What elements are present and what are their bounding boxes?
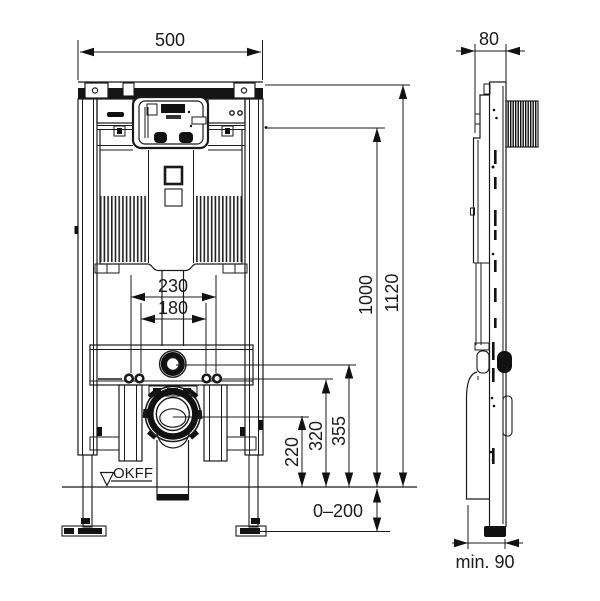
flush-bend-side xyxy=(497,351,512,373)
cross-member xyxy=(89,344,254,386)
flush-plate-protection-box xyxy=(505,100,539,148)
dim-depth: 80 xyxy=(456,29,525,133)
dim-total-height: 1120 xyxy=(382,85,408,487)
top-rail xyxy=(78,81,263,99)
dim-feet-label: 0–200 xyxy=(313,501,363,521)
dim-min-offset-label: min. 90 xyxy=(455,552,514,572)
dim-320-label: 320 xyxy=(306,421,326,451)
dim-anchor-height: 320 xyxy=(306,379,331,487)
dim-1000-label: 1000 xyxy=(356,275,376,315)
anchor-bolt xyxy=(201,373,212,384)
dimensions-front: 500 230 180 220 xyxy=(77,30,410,532)
dim-min-offset: min. 90 xyxy=(452,505,523,572)
outlet-bracket-side xyxy=(502,395,513,437)
dim-width-label: 500 xyxy=(155,30,185,50)
anchor-bolt xyxy=(123,373,135,384)
dim-1120-label: 1120 xyxy=(382,274,402,313)
dim-feet-adjust: 0–200 xyxy=(247,488,390,532)
floor-level-icon xyxy=(99,471,115,487)
dim-outlet-height: 220 xyxy=(282,416,307,487)
right-rail xyxy=(240,98,264,456)
flush-rod-opening-lower xyxy=(164,188,183,207)
dim-anchor-inner-label: 180 xyxy=(158,298,188,318)
flush-unit-logo xyxy=(161,104,185,113)
left-rail xyxy=(74,98,102,456)
dim-plate-height: 1000 xyxy=(356,128,382,487)
side-view xyxy=(465,81,539,537)
front-view: OKFF xyxy=(61,81,417,537)
dim-width: 500 xyxy=(77,30,263,80)
flush-pipe-fitting xyxy=(158,350,187,378)
side-foot xyxy=(484,526,506,537)
anchor-bolt xyxy=(134,373,145,384)
side-cistern xyxy=(470,94,513,437)
dim-depth-label: 80 xyxy=(479,29,499,49)
mounting-hole xyxy=(91,87,99,94)
side-rail xyxy=(483,81,507,537)
mounting-hole xyxy=(240,87,248,94)
rail-slots xyxy=(492,150,497,464)
dimensions-side: 80 min. 90 xyxy=(452,29,525,572)
floor-mark-label: OKFF xyxy=(113,465,153,482)
outlet-bend xyxy=(142,385,203,501)
dim-flush-bend-height: 355 xyxy=(329,364,354,487)
dim-anchor-spacing: 230 180 xyxy=(130,275,217,373)
lower-structure xyxy=(89,384,257,462)
side-drain-bend xyxy=(465,371,490,500)
dim-355-label: 355 xyxy=(329,416,349,446)
dim-anchor-outer-label: 230 xyxy=(158,276,188,296)
rail-holes xyxy=(489,108,498,462)
dim-220-label: 220 xyxy=(282,437,302,467)
cistern xyxy=(94,98,248,346)
service-window xyxy=(131,95,210,150)
anchor-bolt xyxy=(211,373,223,384)
floor-level: OKFF xyxy=(62,465,417,488)
cistern-ribs-right xyxy=(194,196,242,262)
cistern-ribs-left xyxy=(100,196,148,262)
flush-rod-opening xyxy=(163,165,184,186)
